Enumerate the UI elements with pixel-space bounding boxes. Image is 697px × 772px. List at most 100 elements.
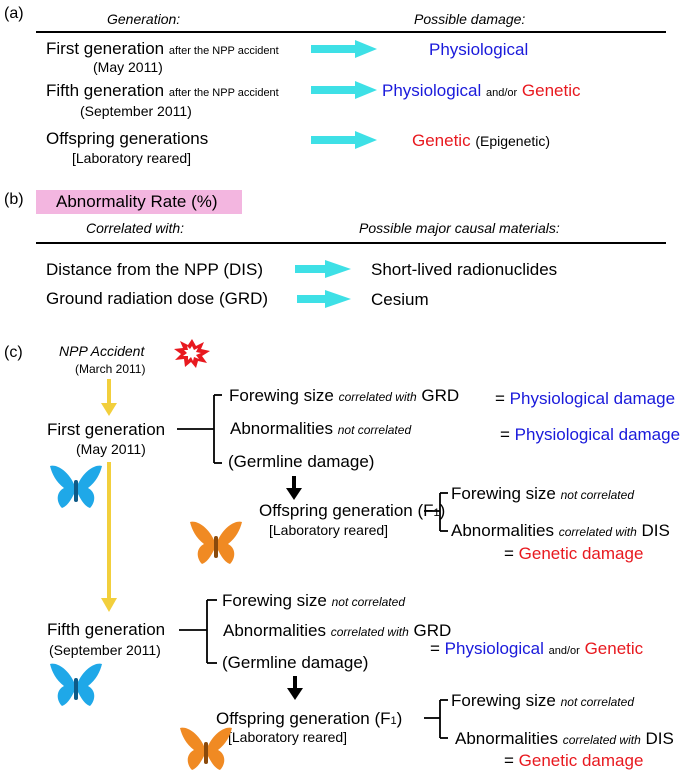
arrow-row3-icon bbox=[311, 131, 377, 149]
header-possible-damage: Possible damage: bbox=[414, 11, 526, 27]
bracket-first-gen bbox=[177, 394, 222, 464]
ab5-label: Abnormalities bbox=[223, 621, 326, 640]
germ5: (Germline damage) bbox=[222, 653, 369, 672]
butterfly-orange-2-icon bbox=[180, 727, 232, 770]
abnormality-rate-box bbox=[36, 190, 242, 214]
row-dis-cause: Short-lived radionuclides bbox=[371, 260, 558, 279]
panel-label-b: (b) bbox=[4, 191, 24, 208]
row1-generation: First generation after the NPP accident bbox=[46, 40, 279, 57]
off5-sub: 1 bbox=[390, 715, 397, 727]
panel-label-c: (c) bbox=[4, 344, 23, 361]
bracket-fifth-gen bbox=[179, 599, 217, 664]
row2-damage-genetic: Genetic bbox=[521, 81, 581, 100]
off5-ab-label: Abnormalities bbox=[455, 729, 558, 748]
panel-label-a: (a) bbox=[4, 5, 24, 22]
row3-damage-epigenetic: (Epigenetic) bbox=[475, 133, 551, 149]
row-grd-cause: Cesium bbox=[371, 290, 429, 309]
fifth-generation: Fifth generation bbox=[47, 620, 166, 639]
fifth-andor: and/or bbox=[548, 645, 580, 657]
row-dis: Distance from the NPP (DIS) bbox=[46, 260, 263, 279]
fw5-label: Forewing size bbox=[222, 591, 327, 610]
fw1-line: Forewing size correlated with GRD bbox=[229, 387, 459, 404]
fw1-note: correlated with bbox=[338, 390, 417, 404]
off1-fw-note: not correlated bbox=[560, 488, 634, 502]
off5-line: Offspring generation (F1) bbox=[216, 710, 402, 727]
row-grd: Ground radiation dose (GRD) bbox=[46, 289, 269, 308]
fw5-note: not correlated bbox=[331, 595, 405, 609]
row3-sub: [Laboratory reared] bbox=[72, 150, 192, 166]
off1-result: = Genetic damage bbox=[504, 545, 643, 562]
arrow-dis-icon bbox=[295, 260, 351, 278]
fifth-eq: = bbox=[430, 639, 440, 658]
off1-sub: 1 bbox=[433, 507, 440, 519]
off5-fw-note: not correlated bbox=[560, 695, 634, 709]
arrow-row2-icon bbox=[311, 81, 377, 99]
off1-fw-label: Forewing size bbox=[451, 484, 556, 503]
ab1-physiological-damage: Physiological damage bbox=[514, 425, 681, 444]
row1-note: after the NPP accident bbox=[168, 45, 279, 57]
arrow-grd-icon bbox=[297, 290, 351, 308]
off1-genetic-damage: Genetic damage bbox=[518, 544, 644, 563]
row2-date: (September 2011) bbox=[80, 103, 192, 119]
off1-lab: [Laboratory reared] bbox=[269, 522, 389, 538]
fw1-result: = Physiological damage bbox=[495, 390, 675, 407]
off5-close: ) bbox=[396, 709, 403, 728]
row3-damage-genetic: Genetic bbox=[412, 131, 471, 150]
off5-ab-note: correlated with bbox=[562, 733, 641, 747]
off1-label: Offspring generation (F bbox=[259, 501, 434, 520]
row2-note: after the NPP accident bbox=[168, 87, 279, 99]
off1-line: Offspring generation (F1) bbox=[259, 502, 445, 519]
arrow-row1-icon bbox=[311, 40, 377, 58]
timeline-arrow-1-icon bbox=[101, 379, 117, 416]
off1-ab-label: Abnormalities bbox=[451, 521, 554, 540]
off1-close: ) bbox=[439, 501, 446, 520]
fw1-physiological-damage: Physiological damage bbox=[509, 389, 676, 408]
ab1-eq: = bbox=[500, 425, 510, 444]
fifth-generation-date: (September 2011) bbox=[49, 642, 161, 658]
npp-accident-date: (March 2011) bbox=[75, 362, 146, 376]
row2-generation-label: Fifth generation bbox=[46, 81, 165, 100]
off5-ab-tail: DIS bbox=[645, 729, 674, 748]
fifth-genetic: Genetic bbox=[584, 639, 644, 658]
row1-date: (May 2011) bbox=[93, 59, 163, 75]
off5-fw-label: Forewing size bbox=[451, 691, 556, 710]
ab1-label: Abnormalities bbox=[230, 419, 333, 438]
row2-damage: Physiological and/or Genetic bbox=[382, 82, 581, 99]
bracket-offspring-1 bbox=[424, 492, 448, 532]
divider-a bbox=[36, 31, 666, 33]
off5-genetic-damage: Genetic damage bbox=[518, 751, 644, 770]
fw1-label: Forewing size bbox=[229, 386, 334, 405]
ab5-note: correlated with bbox=[330, 625, 409, 639]
off1-ab-tail: DIS bbox=[641, 521, 670, 540]
off5-label: Offspring generation (F bbox=[216, 709, 391, 728]
row2-generation: Fifth generation after the NPP accident bbox=[46, 82, 279, 99]
row3-damage: Genetic (Epigenetic) bbox=[412, 132, 550, 149]
row1-damage: Physiological bbox=[429, 40, 529, 59]
off5-eq: = bbox=[504, 751, 514, 770]
divider-b bbox=[36, 242, 666, 244]
down-arrow-2-icon bbox=[287, 676, 303, 700]
off5-fw-line: Forewing size not correlated bbox=[451, 692, 634, 709]
fifth-result: = Physiological and/or Genetic bbox=[430, 640, 643, 657]
row2-damage-physiological: Physiological bbox=[382, 81, 482, 100]
npp-accident: NPP Accident bbox=[59, 343, 145, 359]
row2-andor: and/or bbox=[485, 87, 518, 99]
down-arrow-1-icon bbox=[286, 476, 302, 500]
off1-ab-line: Abnormalities correlated with DIS bbox=[451, 522, 670, 539]
ab1-line: Abnormalities not correlated bbox=[230, 420, 411, 437]
header-generation: Generation: bbox=[107, 11, 181, 27]
off1-eq: = bbox=[504, 544, 514, 563]
abnormality-rate-label: Abnormality Rate (%) bbox=[56, 192, 218, 211]
germ1: (Germline damage) bbox=[228, 452, 375, 471]
first-generation: First generation bbox=[47, 420, 166, 439]
fw1-tail: GRD bbox=[421, 386, 460, 405]
butterfly-orange-icon bbox=[190, 521, 242, 564]
ab5-tail: GRD bbox=[413, 621, 452, 640]
fifth-physiological: Physiological bbox=[444, 639, 544, 658]
row1-generation-label: First generation bbox=[46, 39, 165, 58]
butterfly-blue-icon bbox=[50, 465, 102, 508]
header-correlated-with: Correlated with: bbox=[86, 220, 185, 236]
ab1-note: not correlated bbox=[337, 423, 412, 437]
fw5-line: Forewing size not correlated bbox=[222, 592, 405, 609]
ab5-line: Abnormalities correlated with GRD bbox=[223, 622, 451, 639]
